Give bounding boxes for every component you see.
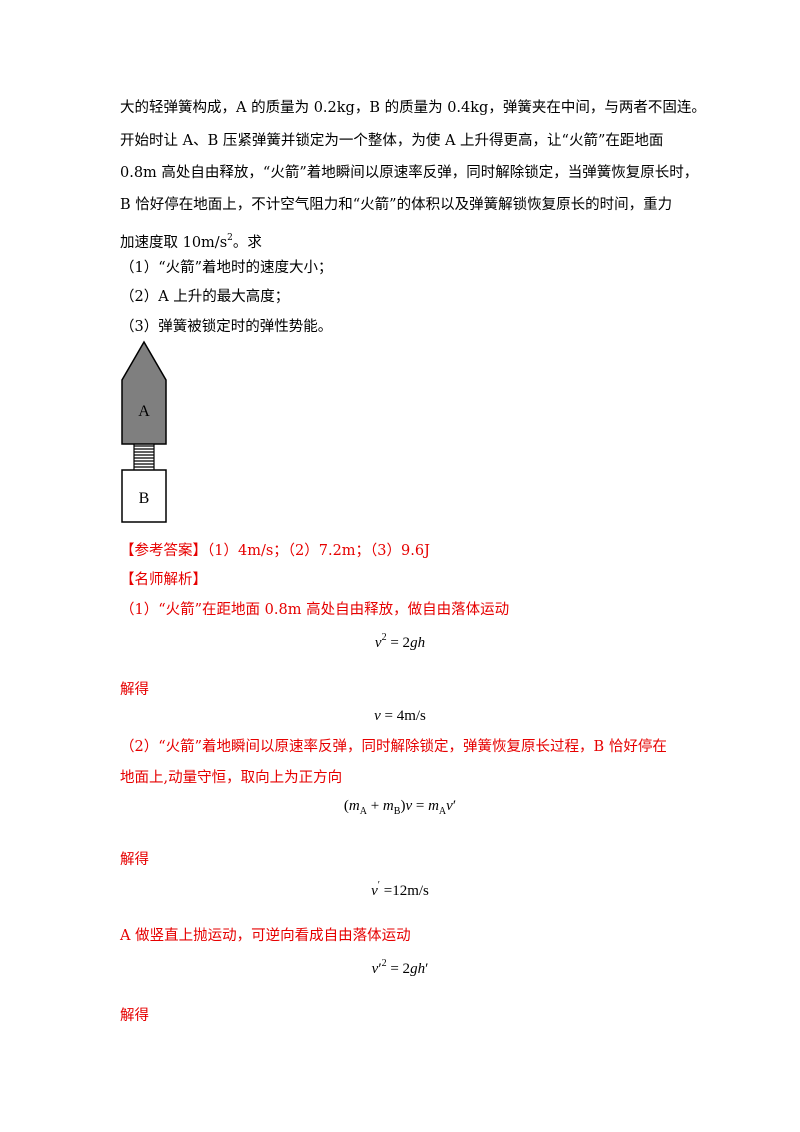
part1-text: （1）“火箭”在距地面 0.8m 高处自由释放，做自由落体运动 — [120, 602, 510, 618]
qiu-text: 。求 — [232, 235, 262, 251]
question-2: （2）A 上升的最大高度； — [120, 289, 290, 305]
problem-line-5: 加速度取 10m/s2。求 — [120, 228, 262, 253]
jiede-2: 解得 — [120, 852, 149, 868]
gravity-exponent: 2 — [227, 233, 233, 243]
label-a: A — [138, 403, 150, 420]
equation-free-fall: v2 = 2gh — [374, 632, 426, 651]
v-prime-value: =12m/s — [383, 883, 429, 899]
rocket-figure: A B — [121, 340, 167, 523]
part3-text: A 做竖直上抛运动，可逆向看成自由落体运动 — [120, 928, 411, 944]
question-3: （3）弹簧被锁定时的弹性势能。 — [120, 319, 333, 335]
problem-line-1: 大的轻弹簧构成，A 的质量为 0.2kg，B 的质量为 0.4kg，弹簧夹在中间… — [120, 100, 706, 116]
gravity-text: 加速度取 10m/s — [120, 235, 228, 251]
label-b: B — [139, 490, 150, 507]
jiede-3: 解得 — [120, 1008, 149, 1024]
equation-v-prime-result: v′ =12m/s — [371, 880, 429, 899]
rocket-body-a — [121, 340, 167, 445]
equation-momentum: (mA + mB)v = mAv′ — [343, 798, 457, 817]
problem-line-2: 开始时让 A、B 压紧弹簧并锁定为一个整体，为使 A 上升得更高，让“火箭”在距… — [120, 133, 664, 149]
problem-line-4: B 恰好停在地面上，不计空气阻力和“火箭”的体积以及弹簧解锁恢复原长的时间，重力 — [120, 197, 673, 213]
part2-line-2: 地面上,动量守恒，取向上为正方向 — [120, 770, 343, 786]
block-b — [121, 469, 167, 523]
analysis-header: 【名师解析】 — [120, 572, 207, 588]
question-1: （1）“火箭”着地时的速度大小； — [120, 260, 333, 276]
answer-header: 【参考答案】（1）4m/s；（2）7.2m；（3）9.6J — [120, 543, 430, 559]
equation-v-result: v = 4m/s — [374, 708, 426, 724]
spring — [133, 444, 155, 470]
v-result-value: = 4m/s — [384, 708, 426, 724]
equation-vertical-throw: v′2 = 2gh′ — [371, 958, 429, 977]
jiede-1: 解得 — [120, 682, 149, 698]
problem-line-3: 0.8m 高处自由释放，“火箭”着地瞬间以原速率反弹，同时解除锁定，当弹簧恢复原… — [120, 165, 699, 181]
part2-line-1: （2）“火箭”着地瞬间以原速率反弹，同时解除锁定，弹簧恢复原长过程，B 恰好停在 — [120, 739, 667, 755]
